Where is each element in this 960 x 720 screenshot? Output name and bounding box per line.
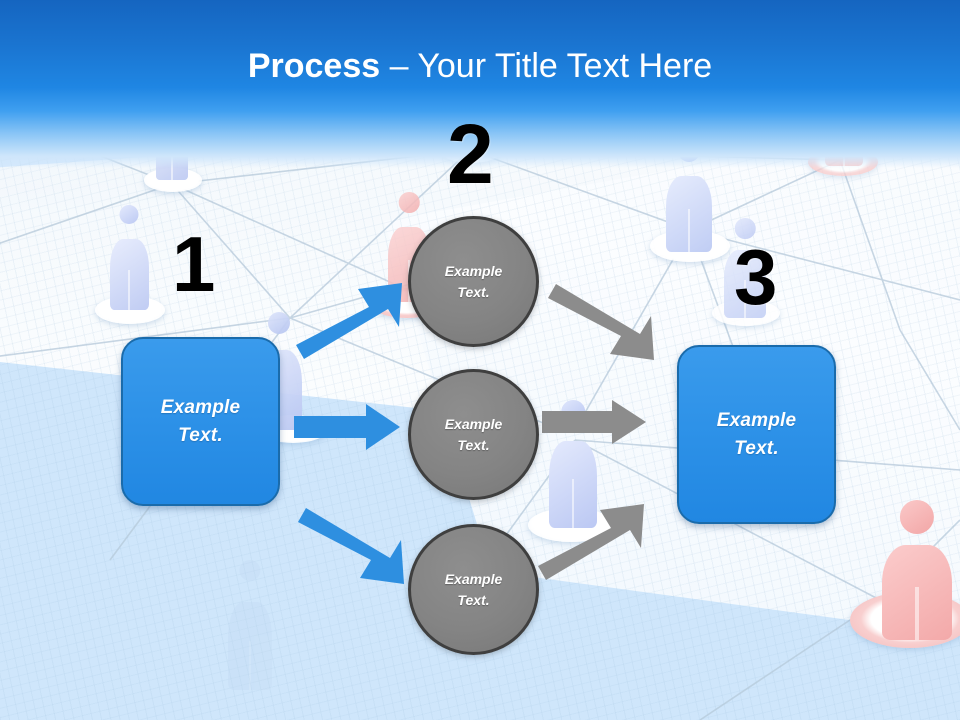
stage3-box-text: Example Text. — [717, 407, 797, 462]
page-title-bold: Process — [247, 47, 381, 85]
background-person-ghost — [222, 560, 278, 690]
page-title-rest: Your Title Text Here — [417, 47, 713, 85]
stage2-circle-2-text: Example Text. — [445, 414, 503, 455]
background-person-blue — [718, 218, 772, 318]
stage1-box[interactable]: Example Text. — [121, 337, 280, 506]
stage1-box-line1: Example — [160, 396, 241, 418]
stage2-circle-2-line1: Example — [444, 416, 503, 433]
background-person-blue — [542, 400, 604, 528]
stage2-circle-1[interactable]: Example Text. — [408, 216, 539, 347]
step-number-2: 2 — [447, 107, 494, 201]
stage1-box-line2: Text. — [178, 424, 223, 446]
stage2-circle-3-line2: Text. — [457, 591, 490, 608]
stage3-box-line2: Text. — [734, 437, 779, 459]
background-person-blue — [104, 205, 154, 310]
step-number-3: 3 — [734, 233, 778, 321]
stage2-circle-2[interactable]: Example Text. — [408, 369, 539, 500]
arrow-box1-to-circle2 — [294, 404, 400, 450]
background-person-pink — [872, 500, 960, 640]
stage2-circle-2-line2: Text. — [457, 436, 490, 453]
arrow-circle1-to-box3 — [548, 284, 654, 360]
page-title-separator: – — [380, 47, 418, 85]
arrow-box1-to-circle3 — [298, 508, 404, 584]
arrow-box1-to-circle1 — [296, 283, 402, 359]
stage2-circle-1-text: Example Text. — [445, 261, 503, 302]
stage3-box[interactable]: Example Text. — [677, 345, 836, 524]
stage2-circle-1-line2: Text. — [457, 283, 490, 300]
stage1-box-text: Example Text. — [161, 394, 241, 449]
stage3-box-line1: Example — [716, 409, 797, 431]
stage2-circle-3-line1: Example — [444, 571, 503, 588]
stage2-circle-3[interactable]: Example Text. — [408, 524, 539, 655]
stage2-circle-3-text: Example Text. — [445, 569, 503, 610]
arrow-circle3-to-box3 — [538, 504, 644, 580]
title-banner — [0, 0, 960, 168]
page-title: Process – Your Title Text Here — [0, 47, 960, 85]
stage2-circle-1-line1: Example — [444, 263, 503, 280]
arrow-circle2-to-box3 — [542, 400, 646, 444]
step-number-1: 1 — [172, 220, 216, 308]
